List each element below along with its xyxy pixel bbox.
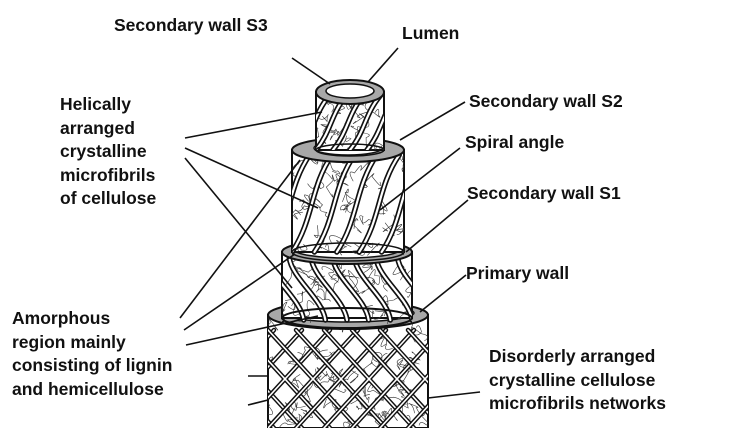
label-amorphous-line: consisting of lignin: [12, 354, 172, 378]
leader-lumen: [368, 48, 398, 82]
label-networks-line: microfibrils networks: [489, 392, 666, 416]
label-secondary-wall-s1: Secondary wall S1: [467, 182, 621, 204]
label-microfibrils-line: microfibrils: [60, 164, 156, 188]
label-disordered-networks: Disorderly arranged crystalline cellulos…: [489, 345, 666, 416]
label-networks-line: Disorderly arranged: [489, 345, 666, 369]
label-primary-wall: Primary wall: [466, 262, 569, 284]
label-amorphous-region: Amorphous region mainly consisting of li…: [12, 307, 172, 401]
leader-s1: [406, 200, 468, 252]
leader-s3: [292, 58, 330, 84]
leader-microfibrils-1: [185, 112, 322, 138]
leader-primary: [420, 275, 466, 312]
label-amorphous-line: Amorphous: [12, 307, 172, 331]
label-microfibrils-line: arranged: [60, 117, 156, 141]
label-microfibrils-line: of cellulose: [60, 187, 156, 211]
leader-networks: [428, 392, 480, 398]
label-microfibrils: Helically arranged crystalline microfibr…: [60, 93, 156, 211]
label-amorphous-line: and hemicellulose: [12, 378, 172, 402]
label-microfibrils-line: crystalline: [60, 140, 156, 164]
label-lumen: Lumen: [402, 22, 459, 44]
leader-amorphous-5: [248, 400, 268, 405]
leader-microfibrils-3: [185, 158, 292, 288]
leader-s2: [400, 102, 465, 140]
label-networks-line: crystalline cellulose: [489, 369, 666, 393]
secondary-wall-s2-layer: [247, 138, 489, 261]
label-secondary-wall-s3: Secondary wall S3: [114, 14, 268, 36]
label-secondary-wall-s2: Secondary wall S2: [469, 90, 623, 112]
label-spiral-angle: Spiral angle: [465, 131, 564, 153]
label-amorphous-line: region mainly: [12, 331, 172, 355]
label-microfibrils-line: Helically: [60, 93, 156, 117]
lumen-opening: [326, 84, 374, 98]
